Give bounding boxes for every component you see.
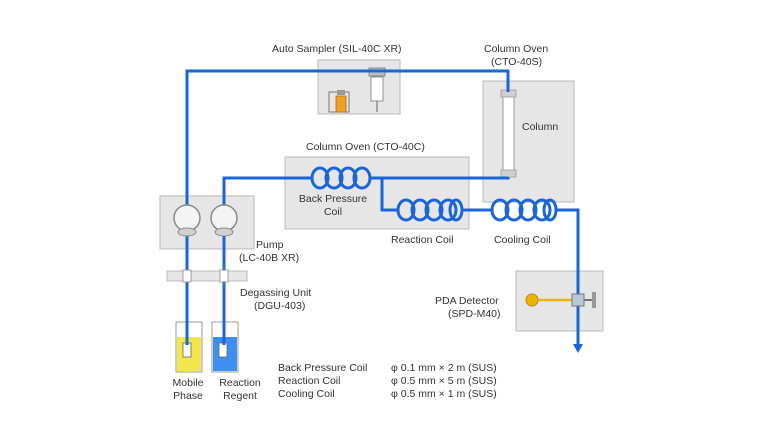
spec-name: Cooling Coil	[278, 388, 335, 400]
lamp-icon	[525, 293, 578, 307]
spec-name: Reaction Coil	[278, 375, 340, 387]
degassing-unit-box	[166, 270, 248, 282]
column-outlet-line	[370, 176, 510, 180]
column-oven-top-label: Column Oven	[484, 43, 548, 55]
spec-value: φ 0.1 mm × 2 m (SUS)	[391, 362, 497, 374]
mix-to-reaction-line	[370, 176, 398, 212]
reaction-coil-icon	[396, 198, 464, 222]
back-pressure-coil-icon	[310, 166, 372, 190]
flow-cell-icon	[571, 292, 596, 308]
cooling-coil-label: Cooling Coil	[494, 234, 551, 246]
column-label: Column	[522, 121, 558, 133]
pump-head-icon	[210, 204, 238, 237]
reaction-regent-label: Reaction	[219, 377, 261, 389]
reaction-coil-label: Reaction Coil	[391, 234, 453, 246]
mobile-phase-bottle-icon	[175, 321, 203, 373]
spec-value: φ 0.5 mm × 5 m (SUS)	[391, 375, 497, 387]
back-pressure-coil-label: Back Pressure	[299, 193, 367, 205]
auto-sampler-label: Auto Sampler (SIL-40C XR)	[272, 43, 402, 55]
spec-name: Back Pressure Coil	[278, 362, 367, 374]
pump-label: Pump	[256, 239, 284, 251]
reaction-regent-label-line2: Regent	[223, 390, 257, 402]
auto-sampler-box	[317, 59, 401, 115]
degassing-port	[182, 269, 192, 283]
column-tube	[500, 89, 517, 178]
pump-head-icon	[173, 204, 201, 237]
arrow-down-icon	[573, 344, 583, 353]
degassing-unit-model-label: (DGU-403)	[254, 300, 305, 312]
vial-icon	[328, 90, 350, 113]
reaction-regent-flow-line	[222, 176, 312, 345]
pda-detector-label: PDA Detector	[435, 295, 499, 307]
degassing-unit-label: Degassing Unit	[240, 287, 311, 299]
mobile-phase-label-line2: Phase	[173, 390, 203, 402]
mobile-phase-label: Mobile	[173, 377, 204, 389]
spec-value: φ 0.5 mm × 1 m (SUS)	[391, 388, 497, 400]
back-pressure-coil-label-line2: Coil	[324, 206, 342, 218]
column-oven-top-model: (CTO-40S)	[491, 56, 542, 68]
column-oven-mid-label: Column Oven (CTO-40C)	[306, 141, 425, 153]
cooling-coil-icon	[490, 198, 558, 222]
column-oven-top-box	[482, 80, 575, 203]
pump-model-label: (LC-40B XR)	[239, 252, 299, 264]
pda-detector-model-label: (SPD-M40)	[448, 308, 501, 320]
degassing-port	[219, 269, 229, 283]
